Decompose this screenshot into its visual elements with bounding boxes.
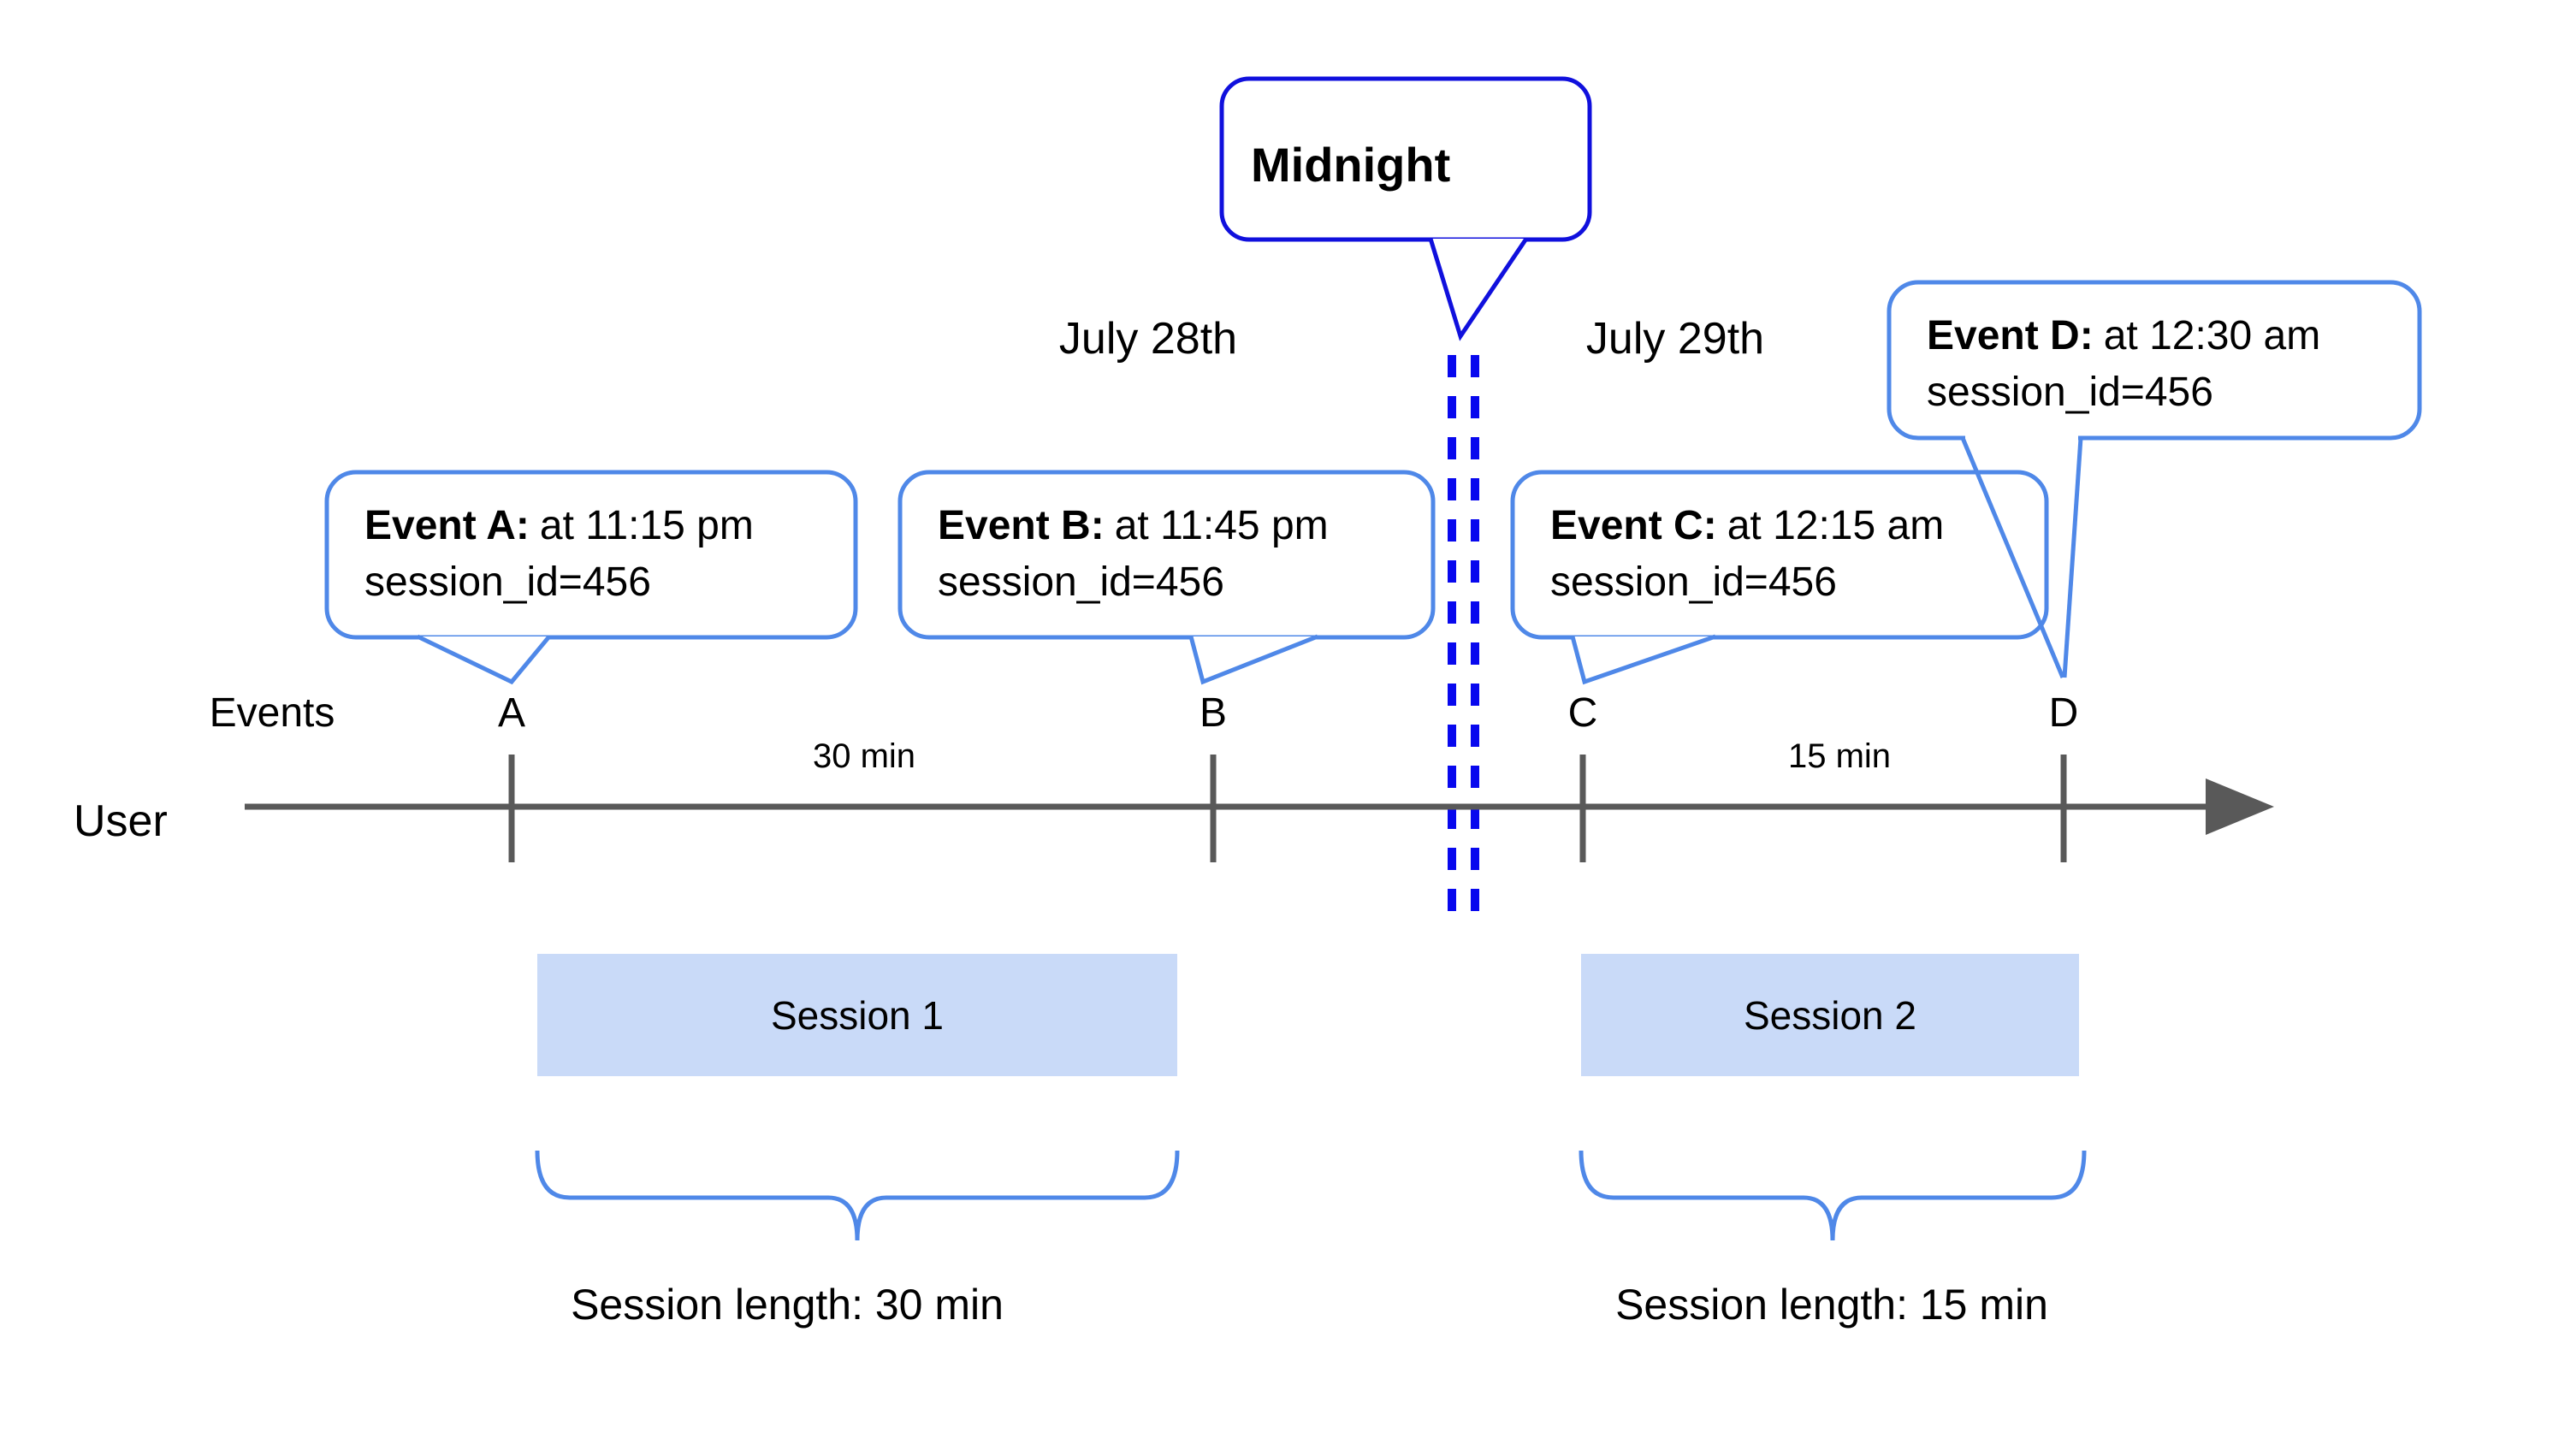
- date-july-29: July 29th: [1585, 314, 1765, 364]
- event-b-session-id: session_id=456: [938, 559, 1224, 605]
- tick-letter-b: B: [1199, 690, 1228, 736]
- event-c-title: Event C:: [1550, 503, 1717, 548]
- event-c-time: at 12:15 am: [1727, 503, 1945, 548]
- midnight-label: Midnight: [1251, 138, 1451, 192]
- tick-letter-c: C: [1567, 690, 1598, 736]
- session-1-name: Session 1: [770, 993, 945, 1038]
- tick-letter-d: D: [2048, 690, 2079, 736]
- event-a-text: Event A:at 11:15 pm session_id=456: [364, 498, 754, 611]
- event-a-bubble: [324, 470, 858, 685]
- midnight-dashed-line: [1448, 355, 1479, 928]
- event-c-bubble-body: [1510, 470, 2049, 640]
- event-b-bubble-tail: [1188, 634, 1318, 685]
- event-b-title: Event B:: [938, 503, 1105, 548]
- session-1-brace: [535, 1150, 1180, 1241]
- session-2-box: [1581, 954, 2079, 1076]
- event-d-bubble-tail-right: [2062, 437, 2083, 678]
- tick-letter-a: A: [497, 690, 526, 736]
- user-timeline: [245, 755, 2274, 862]
- event-a-bubble-body: [324, 470, 858, 640]
- interval-30min-label: 30 min: [812, 737, 916, 775]
- event-d-time: at 12:30 am: [2103, 313, 2321, 358]
- session-2-length-label: Session length: 15 min: [1615, 1281, 2048, 1329]
- event-b-line1: Event B:at 11:45 pm: [938, 498, 1329, 554]
- event-a-title: Event A:: [364, 503, 530, 548]
- event-b-bubble-body: [897, 470, 1436, 640]
- event-a-session-id: session_id=456: [364, 559, 651, 605]
- event-b-bubble: [897, 470, 1436, 685]
- midnight-bubble: [1219, 76, 1592, 341]
- event-a-line1: Event A:at 11:15 pm: [364, 498, 754, 554]
- event-c-line1: Event C:at 12:15 am: [1550, 498, 1944, 554]
- date-july-28: July 28th: [1058, 314, 1238, 364]
- timeline-arrow-icon: [2206, 778, 2274, 835]
- event-b-text: Event B:at 11:45 pm session_id=456: [938, 498, 1329, 611]
- interval-15min-label: 15 min: [1787, 737, 1892, 775]
- event-d-bubble-tail-left: [1960, 437, 2065, 678]
- event-c-bubble-tail: [1570, 634, 1716, 685]
- event-d-bubble-body: [1887, 280, 2422, 441]
- midnight-bubble-body: [1219, 76, 1592, 242]
- events-row-label: Events: [209, 690, 335, 736]
- session-2-name: Session 2: [1743, 993, 1917, 1038]
- event-c-session-id: session_id=456: [1550, 559, 1837, 605]
- user-row-label: User: [74, 796, 168, 846]
- event-d-bubble-tail-gap: [1965, 432, 2078, 441]
- event-d-line1: Event D:at 12:30 am: [1927, 308, 2320, 364]
- event-a-bubble-tail: [416, 634, 551, 685]
- event-b-time: at 11:45 pm: [1114, 503, 1329, 548]
- midnight-bubble-tail: [1428, 237, 1529, 341]
- event-d-text: Event D:at 12:30 am session_id=456: [1927, 308, 2320, 421]
- event-d-bubble: [1887, 280, 2422, 678]
- session-1-box: [537, 954, 1177, 1076]
- event-d-session-id: session_id=456: [1927, 370, 2213, 415]
- session-1-length-label: Session length: 30 min: [571, 1281, 1004, 1329]
- event-c-text: Event C:at 12:15 am session_id=456: [1550, 498, 1944, 611]
- session-2-brace: [1579, 1150, 2087, 1241]
- event-c-bubble: [1510, 470, 2049, 685]
- event-a-time: at 11:15 pm: [539, 503, 754, 548]
- event-d-title: Event D:: [1927, 313, 2094, 358]
